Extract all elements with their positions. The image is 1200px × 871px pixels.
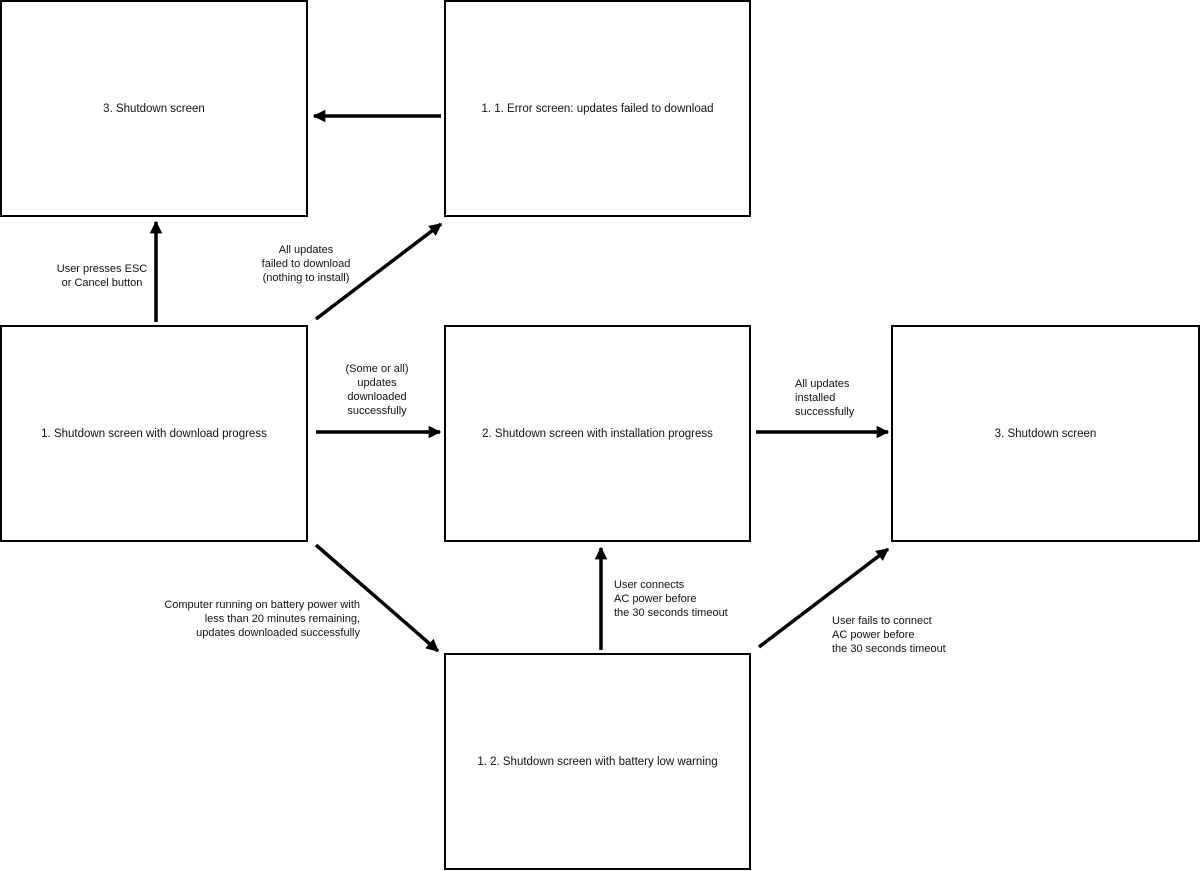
node-download-progress: 1. Shutdown screen with download progres… xyxy=(0,325,308,542)
node-battery-warning: 1. 2. Shutdown screen with battery low w… xyxy=(444,653,751,870)
node-battery-warning-label: 1. 2. Shutdown screen with battery low w… xyxy=(477,755,718,768)
edge-label-downloaded: (Some or all) updates downloaded success… xyxy=(345,363,409,417)
edge-label-installed: All updates installed successfully xyxy=(795,378,855,418)
node-shutdown-top: 3. Shutdown screen xyxy=(0,0,308,217)
node-error-screen-label: 1. 1. Error screen: updates failed to do… xyxy=(481,102,714,115)
node-error-screen: 1. 1. Error screen: updates failed to do… xyxy=(444,0,751,217)
arrow-download-to-battery xyxy=(314,543,440,653)
node-shutdown-right-label: 3. Shutdown screen xyxy=(994,427,1097,440)
node-download-progress-label: 1. Shutdown screen with download progres… xyxy=(41,427,267,440)
node-install-progress: 2. Shutdown screen with installation pro… xyxy=(444,325,751,542)
edge-label-ac-failed: User fails to connect AC power before th… xyxy=(832,615,946,655)
edge-label-all-failed: All updates failed to download (nothing … xyxy=(261,244,351,284)
edge-label-ac-connected: User connects AC power before the 30 sec… xyxy=(614,579,728,619)
node-install-progress-label: 2. Shutdown screen with installation pro… xyxy=(482,427,713,440)
node-shutdown-top-label: 3. Shutdown screen xyxy=(103,102,205,115)
arrow-battery-to-shutdown xyxy=(757,547,890,649)
edge-label-battery-power: Computer running on battery power with l… xyxy=(164,599,360,639)
edge-label-esc-cancel: User presses ESC or Cancel button xyxy=(56,263,148,289)
node-shutdown-right: 3. Shutdown screen xyxy=(891,325,1200,542)
arrow-download-to-error xyxy=(314,222,443,321)
